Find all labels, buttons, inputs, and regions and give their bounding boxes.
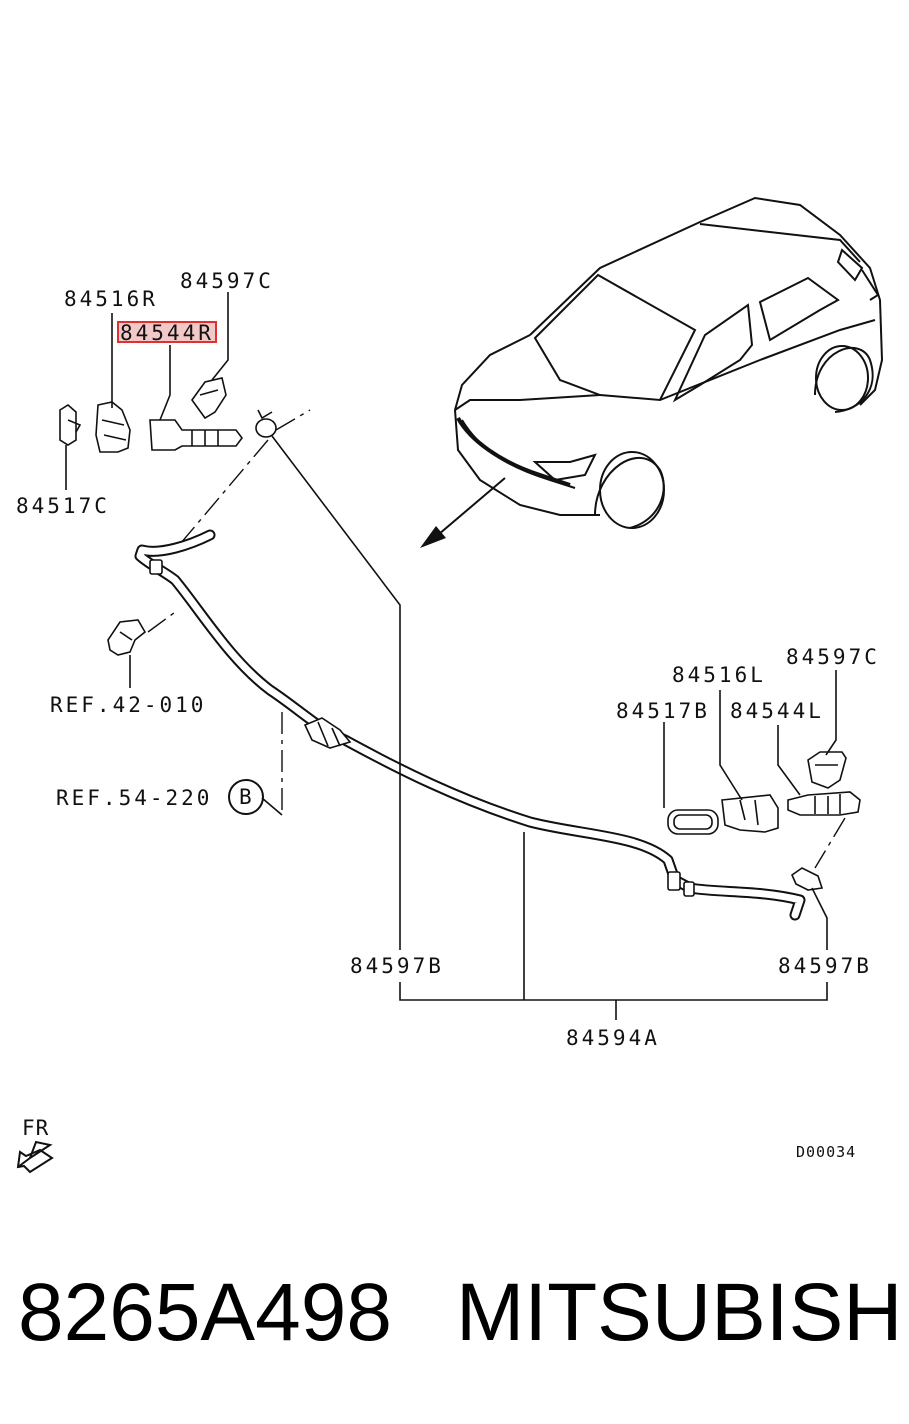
diagram-code: D00034: [796, 1143, 856, 1161]
label-fr: FR: [22, 1116, 49, 1140]
label-84516R: 84516R: [64, 287, 158, 311]
label-84597B-left: 84597B: [350, 954, 444, 978]
left-nozzle-assembly: [59, 377, 311, 551]
right-nozzle-assembly: [667, 751, 861, 891]
highlight-box: [117, 321, 217, 343]
label-84517C: 84517C: [16, 494, 110, 518]
washer-hose: [134, 529, 806, 921]
circle-b-marker: [228, 779, 264, 815]
label-84516L: 84516L: [672, 663, 766, 687]
caption-part-number: 8265A498: [18, 1267, 392, 1358]
label-84594A: 84594A: [566, 1026, 660, 1050]
label-ref-42-010: REF.42-010: [50, 693, 206, 717]
label-circle-b: B: [239, 785, 252, 809]
front-arrow-icon: [16, 1140, 54, 1174]
leader-lines: [65, 292, 837, 1020]
label-84597B-right: 84597B: [778, 954, 872, 978]
label-84597C-top: 84597C: [180, 269, 274, 293]
ref-42-010-part: [107, 609, 179, 688]
label-84544L: 84544L: [730, 699, 824, 723]
label-ref-54-220: REF.54-220: [56, 786, 212, 810]
car-illustration: [420, 196, 884, 548]
label-84544R: 84544R: [120, 321, 214, 345]
caption-brand: MITSUBISHI: [456, 1267, 909, 1358]
label-84597C-right: 84597C: [786, 645, 880, 669]
front-direction-indicator: FR: [16, 1116, 54, 1174]
label-84517B: 84517B: [616, 699, 710, 723]
